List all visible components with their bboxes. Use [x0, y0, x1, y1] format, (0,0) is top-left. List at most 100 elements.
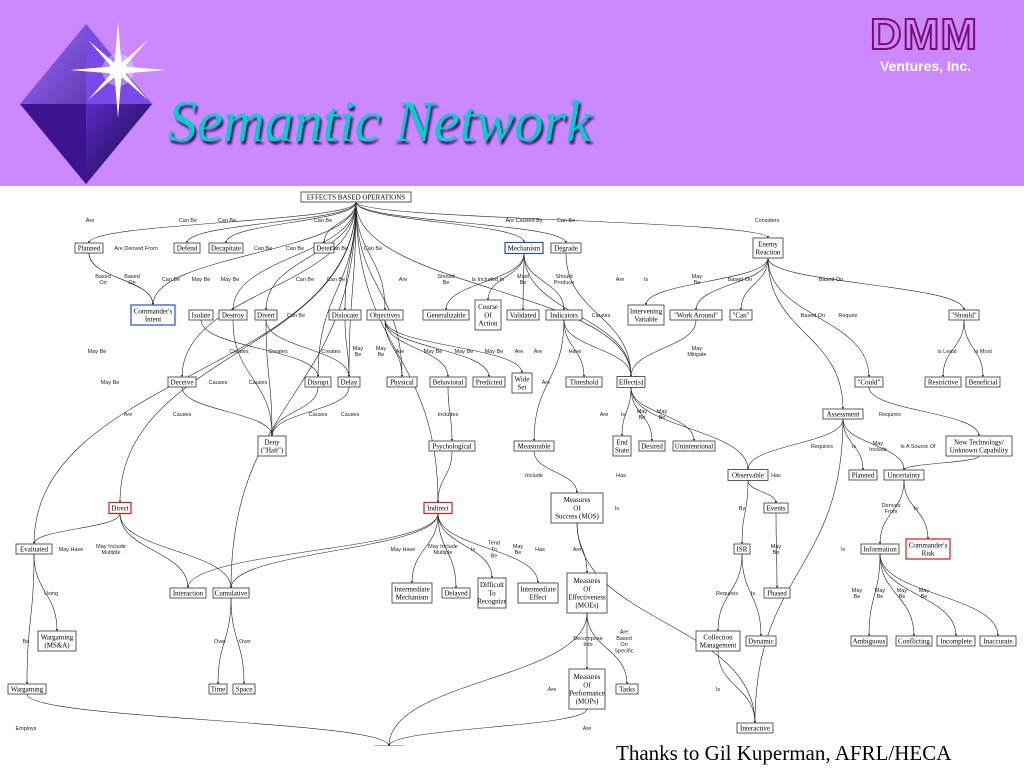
node-label: ("Halt") — [261, 447, 284, 455]
node-label: Threshold — [570, 378, 599, 386]
diagram-edge — [586, 612, 629, 685]
node-planned-2: Planned — [848, 469, 878, 481]
node-space: Space — [232, 683, 256, 695]
edge-label: Causes — [341, 412, 360, 418]
node-label: Inaccurate — [983, 637, 1012, 645]
node-cumulative: Cumulative — [212, 587, 250, 599]
node-deny-halt: Deny("Halt") — [257, 435, 287, 457]
edge-label: Are — [542, 380, 551, 386]
edge-label: Is — [621, 412, 626, 418]
diagram-edge — [32, 513, 121, 545]
node-label: Psychological — [432, 442, 471, 450]
edge-label: Are Derived From — [114, 246, 158, 252]
edge-label: Has — [771, 473, 781, 479]
edge-label: May Be — [221, 277, 240, 283]
edge-label: Be — [773, 550, 780, 556]
edge-label: May — [657, 409, 668, 415]
node-label: Planned — [78, 244, 101, 252]
diagram-edge — [842, 418, 865, 471]
edge-label: Has — [535, 547, 545, 553]
diagram-edge — [355, 201, 387, 311]
node-label: (MOEs) — [576, 602, 600, 610]
diagram-edge — [355, 201, 526, 243]
node-label: Decapitate — [211, 244, 241, 252]
node-work-around: "Work Around" — [669, 309, 723, 321]
diagram-edge — [387, 708, 588, 746]
node-isr: ISR — [733, 543, 751, 555]
node-label: Measurable — [518, 442, 551, 450]
diagram-edge — [447, 386, 454, 442]
diagram-edge — [355, 201, 770, 239]
diagram-edge — [842, 418, 906, 471]
node-box — [218, 309, 248, 321]
node-label: Measures — [564, 496, 591, 504]
node-label: Events — [766, 504, 785, 512]
edge-label: May Be — [455, 349, 474, 355]
diagram-edge — [265, 319, 351, 378]
node-box — [15, 543, 53, 555]
edge-label: Based On — [728, 277, 752, 283]
diagram-edge — [644, 257, 769, 306]
node-conflicting: Conflicting — [895, 635, 933, 647]
node-box — [752, 237, 784, 259]
node-box — [169, 587, 207, 599]
diagram-edge — [119, 513, 233, 589]
node-box — [208, 683, 228, 695]
node-label: Of — [484, 311, 492, 319]
node-wargaming-msa: Wargaming(MS&A) — [37, 630, 77, 652]
node-box — [733, 543, 751, 555]
node-label: Effect(s) — [619, 378, 644, 386]
node-label: Indirect — [427, 504, 449, 512]
node-label: Deny — [264, 438, 280, 446]
diagram-edge — [767, 257, 871, 378]
diagram-edge — [753, 418, 844, 724]
edge-label: Be — [520, 280, 527, 286]
node-interactive: Interactive — [736, 722, 774, 734]
node-box — [924, 376, 962, 388]
node-label: Direct — [111, 504, 129, 512]
edge-label: May Have — [59, 547, 84, 553]
edge-label: Are — [583, 726, 592, 732]
diagram-edge — [444, 253, 525, 311]
node-validated: Validated — [506, 309, 540, 321]
edge-label: On — [99, 280, 106, 286]
node-label: End — [616, 438, 628, 446]
edge-label: Be — [659, 415, 666, 421]
diagram-edge — [180, 201, 357, 378]
node-label: "Should" — [951, 311, 977, 319]
diagram-edge — [521, 253, 525, 311]
node-incomplete: Incomplete — [936, 635, 976, 647]
node-delayed: Delayed — [441, 587, 471, 599]
node-measurable: Measurable — [513, 440, 555, 452]
diagram-edge — [563, 319, 586, 378]
edge-label: Require — [838, 313, 857, 319]
node-tasks: Tasks — [615, 683, 639, 695]
diagram-edge — [384, 319, 450, 378]
diagram-edge — [355, 201, 633, 377]
edge-label: Based — [616, 636, 632, 642]
node-box — [822, 408, 864, 420]
edge-label: Can Be — [287, 313, 305, 319]
node-behavioral: Behavioral — [429, 376, 467, 388]
edge-label: Is — [716, 687, 721, 693]
node-box — [313, 242, 335, 254]
edge-label: Requires — [879, 412, 901, 418]
node-box — [979, 635, 1017, 647]
node-label: Conflicting — [898, 637, 930, 645]
node-box — [232, 683, 256, 695]
diagram-edge — [229, 201, 357, 589]
edge-label: Are Caused By — [506, 218, 543, 224]
credit-text: Thanks to Gil Kuperman, AFRL/HECA — [616, 741, 952, 765]
diagram-edge — [119, 513, 190, 589]
node-box — [7, 683, 47, 695]
diagram-edges — [25, 201, 1000, 746]
edge-label: May — [692, 346, 703, 352]
node-label: Beneficial — [969, 378, 998, 386]
edge-label: Using — [44, 591, 58, 597]
edge-label: Has — [616, 473, 626, 479]
node-box — [422, 309, 470, 321]
